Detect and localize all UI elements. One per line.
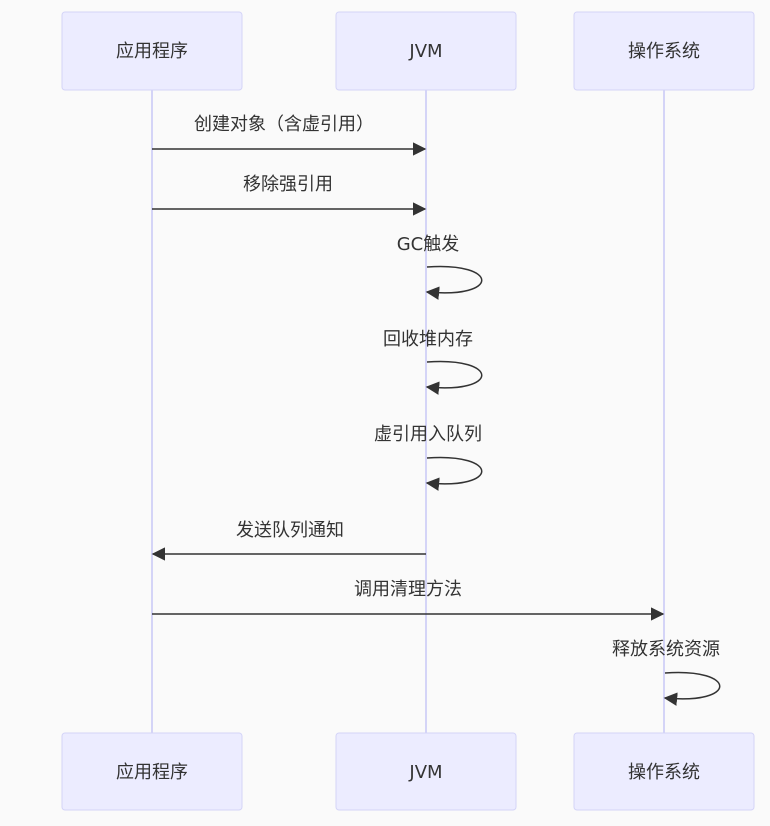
message-label: 释放系统资源: [612, 639, 720, 660]
actors-bottom: 应用程序 JVM 操作系统: [61, 732, 755, 811]
message-remove-strong-ref: 移除强引用: [152, 174, 427, 216]
lifelines: [151, 90, 665, 733]
message-label: GC触发: [397, 234, 460, 255]
actor-os-bottom[interactable]: 操作系统: [573, 732, 755, 811]
message-label: 移除强引用: [243, 174, 333, 195]
message-phantom-enqueue: 虚引用入队列: [374, 424, 483, 491]
message-release-resources: 释放系统资源: [612, 639, 721, 706]
actor-jvm-label: JVM: [408, 41, 442, 62]
message-reclaim-heap: 回收堆内存: [383, 329, 483, 395]
actor-os-top[interactable]: 操作系统: [573, 11, 755, 91]
actor-app-label: 应用程序: [116, 762, 188, 783]
actor-app-top[interactable]: 应用程序: [61, 11, 243, 91]
message-label: 虚引用入队列: [374, 424, 482, 445]
message-label: 创建对象（含虚引用）: [194, 114, 374, 135]
actor-jvm-top[interactable]: JVM: [335, 11, 517, 91]
message-label: 发送队列通知: [236, 520, 344, 541]
message-queue-notify: 发送队列通知: [151, 520, 426, 561]
message-label: 回收堆内存: [383, 329, 473, 350]
actor-app-bottom[interactable]: 应用程序: [61, 732, 243, 811]
message-call-cleanup: 调用清理方法: [152, 579, 665, 621]
message-label: 调用清理方法: [354, 579, 462, 600]
message-self-arrow: [425, 456, 483, 491]
actor-jvm-label: JVM: [408, 762, 442, 783]
message-self-arrow: [425, 360, 483, 395]
actor-app-label: 应用程序: [116, 41, 188, 62]
message-self-arrow: [425, 265, 483, 300]
message-create-object: 创建对象（含虚引用）: [152, 114, 427, 156]
actor-jvm-bottom[interactable]: JVM: [335, 732, 517, 811]
message-self-arrow: [663, 671, 721, 706]
actor-os-label: 操作系统: [628, 762, 700, 783]
message-gc-trigger: GC触发: [397, 234, 483, 300]
actor-os-label: 操作系统: [628, 41, 700, 62]
actors-top: 应用程序 JVM 操作系统: [61, 11, 755, 91]
messages: 创建对象（含虚引用） 移除强引用 GC触发 回收堆内存 虚引用入队列 发送队列通…: [151, 114, 721, 706]
